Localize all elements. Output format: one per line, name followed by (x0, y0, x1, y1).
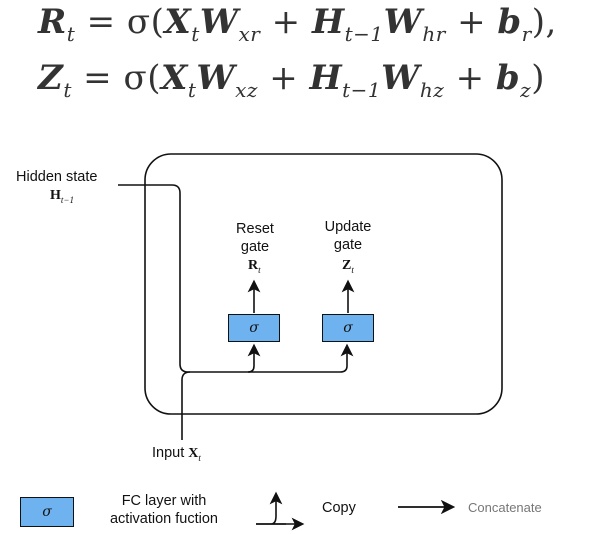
reset-gate-fc-layer: σ (228, 314, 280, 342)
reset-gate-equation: Rt = σ(XtWxr + Ht−1Whr + br), (38, 2, 557, 46)
legend-concatenate-label: Concatenate (468, 500, 542, 515)
hidden-state-path (118, 184, 261, 373)
hidden-state-symbol: Ht−1 (50, 188, 74, 205)
gru-cell-box (144, 153, 503, 415)
input-label: Input Xt (152, 445, 201, 463)
update-gate-fc-layer: σ (322, 314, 374, 342)
update-gate-equation: Zt = σ(XtWxz + Ht−1Whz + bz) (38, 58, 545, 102)
hidden-to-update-path (248, 343, 354, 373)
update-gate-symbol: Zt (342, 258, 354, 275)
legend-copy-label: Copy (322, 500, 356, 516)
legend-fc-layer-icon: σ (20, 497, 74, 527)
input-path (181, 371, 191, 440)
reset-gate-symbol: Rt (248, 258, 261, 275)
copy-icon (256, 498, 286, 525)
hidden-state-label: Hidden state (16, 169, 98, 185)
